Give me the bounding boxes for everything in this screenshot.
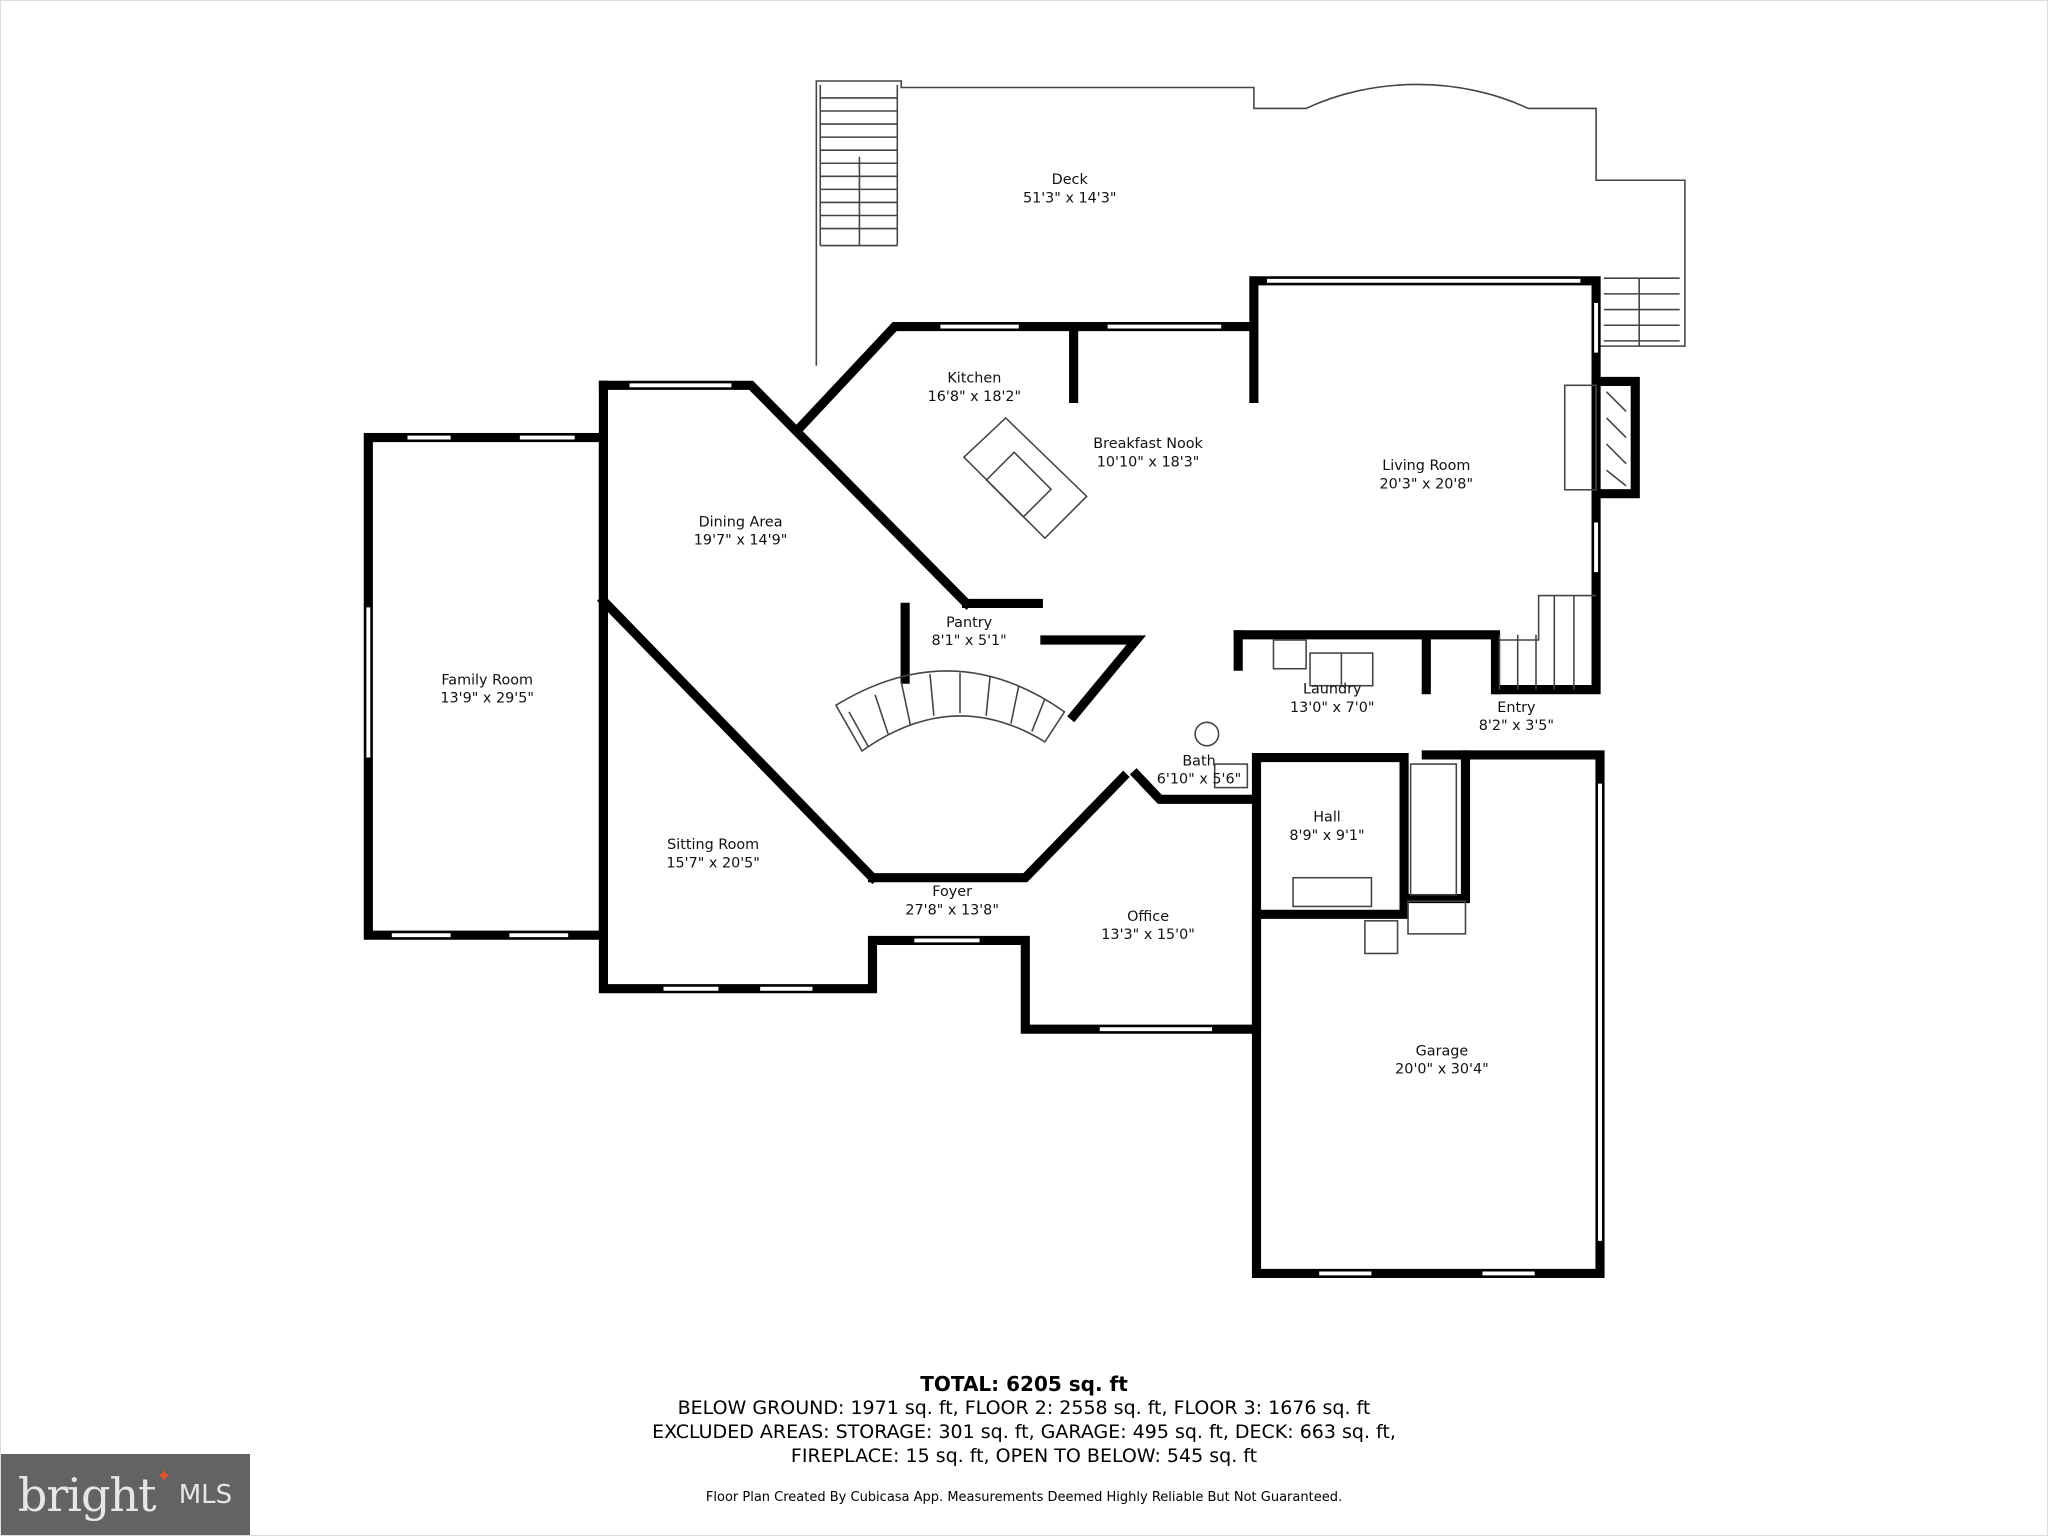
deck-outline xyxy=(815,80,1686,366)
svg-text:Bath: Bath xyxy=(1182,753,1215,769)
excluded-areas-cont: FIREPLACE: 15 sq. ft, OPEN TO BELOW: 545… xyxy=(790,1445,1258,1467)
svg-text:Office: Office xyxy=(1127,909,1169,925)
svg-text:8'2" x 3'5": 8'2" x 3'5" xyxy=(1479,718,1554,734)
room-label-bath: Bath 6'10" x 5'6" xyxy=(1157,753,1241,787)
svg-text:Garage: Garage xyxy=(1416,1043,1469,1059)
room-label-sitting-room: Sitting Room 15'7" x 20'5" xyxy=(666,837,760,871)
svg-text:51'3" x 14'3": 51'3" x 14'3" xyxy=(1023,190,1117,206)
room-label-garage: Garage 20'0" x 30'4" xyxy=(1395,1043,1489,1077)
logo-suffix: MLS xyxy=(178,1480,233,1510)
room-label-laundry: Laundry 13'0" x 7'0" xyxy=(1290,682,1374,716)
floor-areas: BELOW GROUND: 1971 sq. ft, FLOOR 2: 2558… xyxy=(677,1397,1371,1419)
deck-stairs-right xyxy=(1603,277,1680,347)
svg-text:Family Room: Family Room xyxy=(441,672,533,688)
logo-word-text: bright xyxy=(17,1468,157,1522)
svg-text:Dining Area: Dining Area xyxy=(699,514,783,530)
curved-staircase xyxy=(834,670,1066,753)
room-label-living-room: Living Room 20'3" x 20'8" xyxy=(1380,458,1474,492)
svg-text:Pantry: Pantry xyxy=(946,615,992,631)
room-label-entry: Entry 8'2" x 3'5" xyxy=(1479,700,1554,734)
room-label-breakfast-nook: Breakfast Nook 10'10" x 18'3" xyxy=(1093,436,1203,470)
garage-storage xyxy=(1292,763,1467,955)
svg-text:Living Room: Living Room xyxy=(1382,458,1470,474)
fireplace xyxy=(1563,384,1627,491)
svg-text:Hall: Hall xyxy=(1313,810,1341,826)
svg-text:8'1" x 5'1": 8'1" x 5'1" xyxy=(932,633,1007,649)
windows xyxy=(366,278,1602,1276)
deck-stairs-left xyxy=(820,97,898,246)
laundry-fixtures xyxy=(1272,639,1374,687)
svg-text:Kitchen: Kitchen xyxy=(947,371,1001,387)
svg-text:Sitting Room: Sitting Room xyxy=(667,837,759,853)
area-summary: TOTAL: 6205 sq. ft BELOW GROUND: 1971 sq… xyxy=(0,1372,2048,1505)
svg-text:19'7" x 14'9": 19'7" x 14'9" xyxy=(694,533,788,549)
svg-text:20'0" x 30'4": 20'0" x 30'4" xyxy=(1395,1062,1489,1078)
kitchen-island xyxy=(962,416,1088,540)
bright-mls-logo: bright✦ MLS xyxy=(0,1454,250,1536)
disclaimer: Floor Plan Created By Cubicasa App. Meas… xyxy=(705,1490,1343,1505)
room-label-family-room: Family Room 13'9" x 29'5" xyxy=(440,672,534,706)
svg-text:13'3" x 15'0": 13'3" x 15'0" xyxy=(1101,927,1195,943)
room-label-office: Office 13'3" x 15'0" xyxy=(1101,909,1195,943)
walls xyxy=(363,276,1640,1279)
svg-text:16'8" x 18'2": 16'8" x 18'2" xyxy=(928,389,1022,405)
room-label-hall: Hall 8'9" x 9'1" xyxy=(1289,810,1364,844)
star-icon: ✦ xyxy=(156,1466,172,1487)
bath-fixtures xyxy=(1194,721,1249,789)
room-label-dining-area: Dining Area 19'7" x 14'9" xyxy=(694,514,788,548)
svg-text:6'10" x 5'6": 6'10" x 5'6" xyxy=(1157,772,1241,788)
svg-text:10'10" x 18'3": 10'10" x 18'3" xyxy=(1097,454,1200,470)
entry-stairs xyxy=(1498,594,1597,690)
svg-text:15'7" x 20'5": 15'7" x 20'5" xyxy=(666,855,760,871)
room-label-foyer: Foyer 27'8" x 13'8" xyxy=(905,884,999,918)
svg-text:Breakfast Nook: Breakfast Nook xyxy=(1093,436,1203,452)
svg-text:8'9" x 9'1": 8'9" x 9'1" xyxy=(1289,828,1364,844)
svg-text:13'0" x 7'0": 13'0" x 7'0" xyxy=(1290,700,1374,716)
svg-text:Foyer: Foyer xyxy=(932,884,972,900)
svg-text:Entry: Entry xyxy=(1497,700,1536,716)
logo-word: bright✦ xyxy=(17,1466,172,1523)
svg-text:Laundry: Laundry xyxy=(1303,682,1362,698)
svg-text:20'3" x 20'8": 20'3" x 20'8" xyxy=(1380,476,1474,492)
excluded-areas: EXCLUDED AREAS: STORAGE: 301 sq. ft, GAR… xyxy=(652,1421,1396,1443)
svg-text:Deck: Deck xyxy=(1052,172,1089,188)
svg-text:27'8" x 13'8": 27'8" x 13'8" xyxy=(905,902,999,918)
total-area: TOTAL: 6205 sq. ft xyxy=(920,1372,1128,1396)
room-label-kitchen: Kitchen 16'8" x 18'2" xyxy=(928,371,1022,405)
room-label-pantry: Pantry 8'1" x 5'1" xyxy=(932,615,1007,649)
svg-text:13'9" x 29'5": 13'9" x 29'5" xyxy=(440,691,534,707)
room-label-deck: Deck 51'3" x 14'3" xyxy=(1023,172,1117,206)
